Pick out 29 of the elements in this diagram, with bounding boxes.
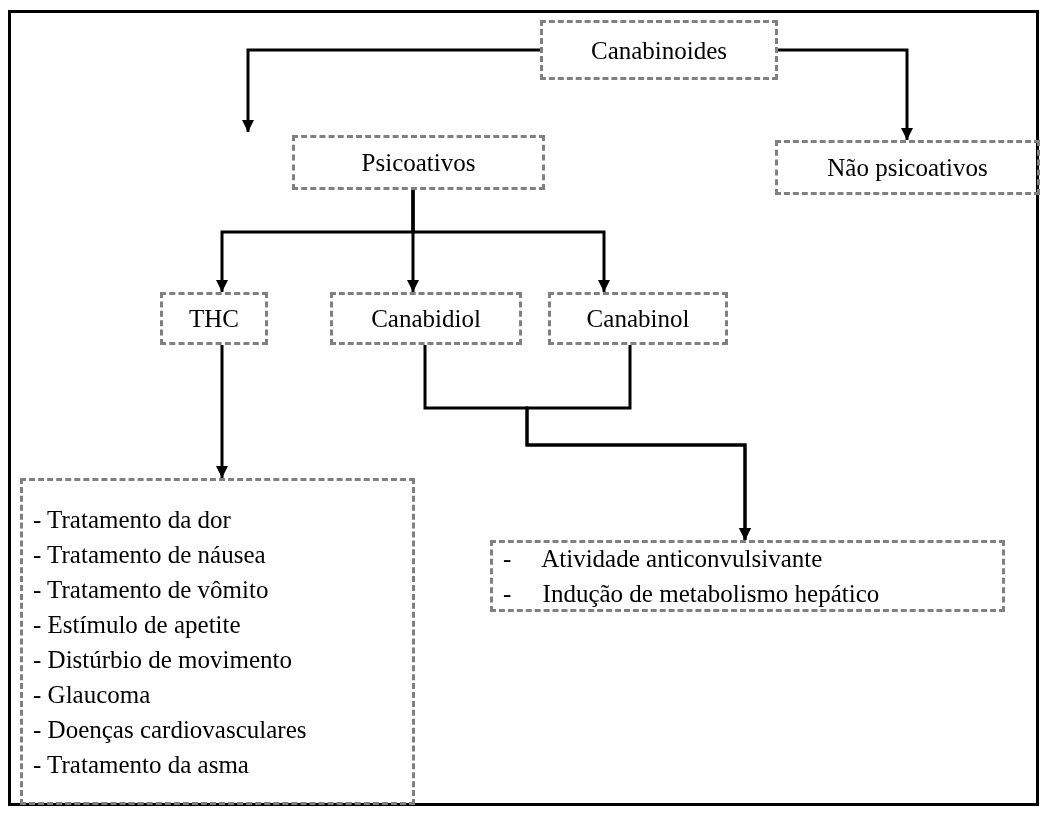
list-item: - Atividade anticonvulsivante (503, 544, 823, 574)
list-box (490, 540, 1005, 612)
list-item: - Tratamento de vômito (33, 574, 269, 605)
arrow (242, 48, 540, 132)
node-label: Psicoativos (361, 148, 476, 178)
arrow (216, 345, 228, 478)
list-item: - Indução de metabolismo hepático (503, 579, 880, 609)
list-item: - Glaucoma (33, 679, 151, 710)
node-label: Canabinol (586, 304, 690, 334)
list-item: - Doenças cardiovasculares (33, 714, 307, 745)
category-box (292, 135, 545, 190)
arrow (525, 345, 751, 540)
list-item: - Tratamento da dor (33, 504, 231, 535)
node-label: Não psicoativos (827, 153, 988, 183)
category-box (775, 140, 1040, 195)
arrow (411, 190, 610, 292)
category-box (330, 292, 522, 345)
list-box (20, 478, 415, 805)
arrow (778, 48, 913, 140)
node-label: Canabidiol (371, 304, 481, 334)
category-box (540, 20, 778, 80)
node-label: Canabinoides (590, 35, 728, 66)
list-item: - Estímulo de apetite (33, 609, 241, 640)
category-box (548, 292, 728, 345)
category-box (160, 292, 268, 345)
node-label: THC (189, 304, 239, 334)
list-item: - Tratamento da asma (33, 749, 249, 780)
list-item: - Tratamento de náusea (33, 539, 266, 570)
list-item: - Distúrbio de movimento (33, 644, 292, 675)
